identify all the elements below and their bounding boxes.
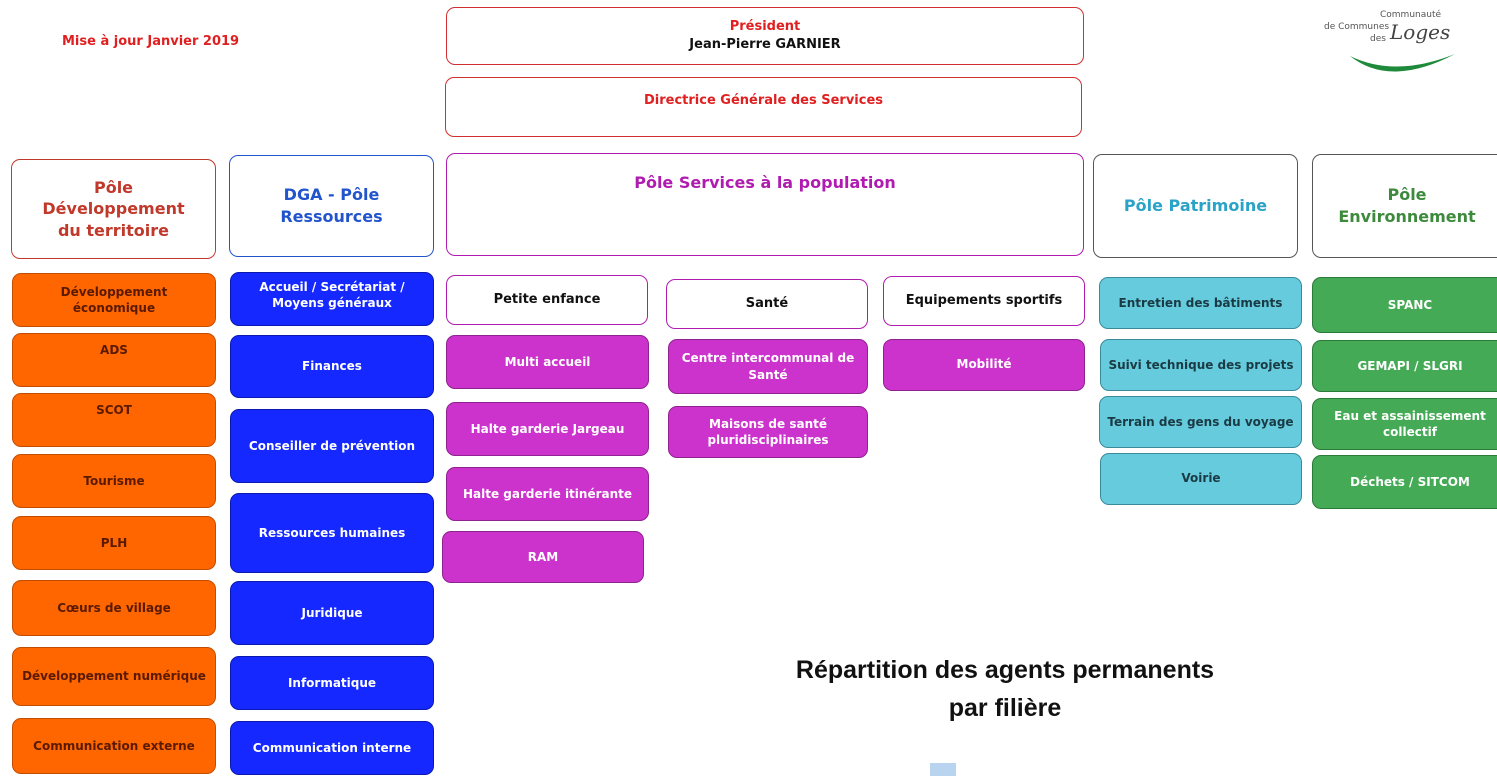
dev-item-coeurs: Cœurs de village <box>12 580 216 636</box>
president-title: Président <box>729 19 801 35</box>
res-item-juridique: Juridique <box>230 581 434 645</box>
res-item-finances: Finances <box>230 335 434 398</box>
logo-line2: de Communes <box>1324 22 1390 32</box>
pole-patrimoine-title: Pôle Patrimoine <box>1123 196 1268 216</box>
pop-item-multi-accueil: Multi accueil <box>446 335 649 389</box>
res-item-prevention: Conseiller de prévention <box>230 409 434 483</box>
pole-ressources-title: DGA - Pôle Ressources <box>280 185 383 226</box>
res-item-rh: Ressources humaines <box>230 493 434 573</box>
pat-item-terrain: Terrain des gens du voyage <box>1099 396 1302 448</box>
pop-item-ram: RAM <box>442 531 644 583</box>
env-item-gemapi: GEMAPI / SLGRI <box>1312 340 1497 392</box>
pat-item-entretien: Entretien des bâtiments <box>1099 277 1302 329</box>
dev-item-scot: SCOT <box>12 393 216 447</box>
logo: Communauté de Communes des Loges <box>1320 6 1480 86</box>
pop-item-mobilite: Mobilité <box>883 339 1085 391</box>
pat-item-suivi: Suivi technique des projets <box>1100 339 1302 391</box>
pole-developpement-title: Pôle Développement du territoire <box>42 177 185 240</box>
pop-header-sante: Santé <box>666 279 868 329</box>
pop-header-sport: Equipements sportifs <box>883 276 1085 326</box>
env-item-dechets: Déchets / SITCOM <box>1312 455 1497 509</box>
logo-line3: des <box>1370 34 1386 44</box>
logo-swoosh-icon <box>1350 54 1455 72</box>
pop-item-halte-itinerante: Halte garderie itinérante <box>446 467 649 521</box>
res-item-informatique: Informatique <box>230 656 434 710</box>
decorative-square <box>930 763 956 776</box>
footer-title: Répartition des agents permanents par fi… <box>795 656 1215 722</box>
dev-item-ads: ADS <box>12 333 216 387</box>
logo-line1: Communauté <box>1380 10 1442 20</box>
pat-item-voirie: Voirie <box>1100 453 1302 505</box>
pole-developpement-header: Pôle Développement du territoire <box>11 159 216 259</box>
env-item-spanc: SPANC <box>1312 277 1497 333</box>
dev-item-economique: Développement économique <box>12 273 216 327</box>
dev-item-tourisme: Tourisme <box>12 454 216 508</box>
dev-item-communication-externe: Communication externe <box>12 718 216 774</box>
env-item-eau: Eau et assainissement collectif <box>1312 398 1497 450</box>
pole-patrimoine-header: Pôle Patrimoine <box>1093 154 1298 258</box>
dev-item-plh: PLH <box>12 516 216 570</box>
president-box: Président Jean-Pierre GARNIER <box>446 7 1084 65</box>
pop-item-halte-jargeau: Halte garderie Jargeau <box>446 402 649 456</box>
president-name: Jean-Pierre GARNIER <box>689 37 841 52</box>
res-item-communication-interne: Communication interne <box>230 721 434 775</box>
dgs-title: Directrice Générale des Services <box>643 93 884 108</box>
pole-environnement-header: Pôle Environnement <box>1312 154 1497 258</box>
pop-header-petite-enfance: Petite enfance <box>446 275 648 325</box>
logo-brand: Loges <box>1390 20 1451 44</box>
update-note: Mise à jour Janvier 2019 <box>62 34 240 49</box>
dgs-box: Directrice Générale des Services <box>445 77 1082 137</box>
res-item-accueil: Accueil / Secrétariat / Moyens généraux <box>230 272 434 326</box>
pole-population-title: Pôle Services à la population <box>634 173 896 192</box>
pop-item-maisons-sante: Maisons de santé pluridisciplinaires <box>668 406 868 458</box>
pole-population-header: Pôle Services à la population <box>446 153 1084 256</box>
pop-item-centre-sante: Centre intercommunal de Santé <box>668 339 868 394</box>
pole-ressources-header: DGA - Pôle Ressources <box>229 155 434 257</box>
dev-item-numerique: Développement numérique <box>12 647 216 706</box>
pole-environnement-title: Pôle Environnement <box>1338 185 1476 226</box>
